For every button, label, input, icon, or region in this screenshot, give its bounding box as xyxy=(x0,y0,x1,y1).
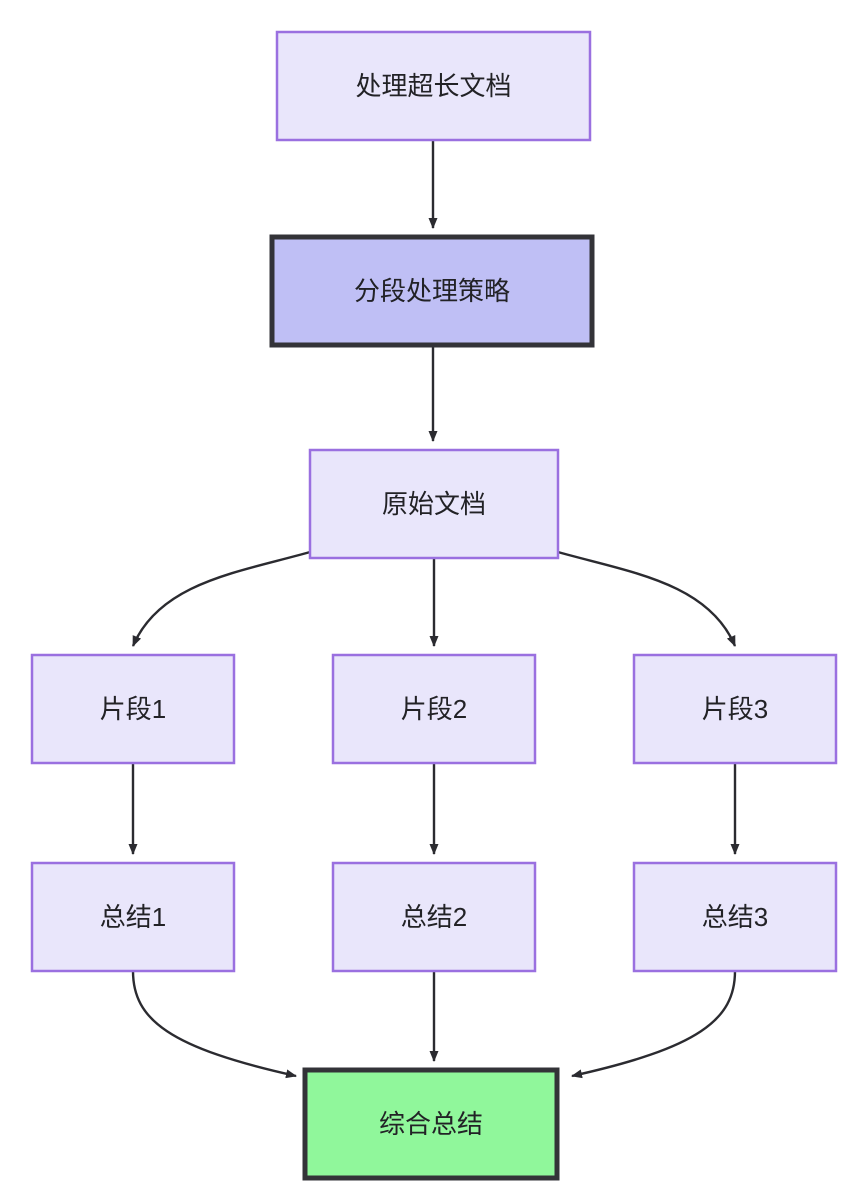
node-label-n9: 总结3 xyxy=(702,902,768,932)
node-rect-n2[interactable] xyxy=(269,234,595,348)
node-rect-n5[interactable] xyxy=(331,653,537,765)
node-summary-2[interactable]: 总结2 xyxy=(331,861,537,973)
node-label-n6: 片段3 xyxy=(702,694,768,724)
node-rect-n8[interactable] xyxy=(331,861,537,973)
node-rect-n9[interactable] xyxy=(632,861,838,973)
edge-n9-n10 xyxy=(571,970,737,1079)
node-summary-1[interactable]: 总结1 xyxy=(30,861,236,973)
node-segmented-strategy[interactable]: 分段处理策略 xyxy=(269,234,595,348)
edge-n3-n4 xyxy=(131,550,311,647)
node-label-n4: 片段1 xyxy=(100,694,166,724)
node-rect-n1[interactable] xyxy=(275,30,592,142)
node-original-document[interactable]: 原始文档 xyxy=(308,448,560,560)
node-fragment-1[interactable]: 片段1 xyxy=(30,653,236,765)
node-label-n7: 总结1 xyxy=(100,902,166,932)
node-label-n2: 分段处理策略 xyxy=(354,276,510,306)
edge-n7-n10 xyxy=(131,970,297,1079)
node-label-n5: 片段2 xyxy=(401,694,467,724)
edge-layer xyxy=(128,140,740,1079)
node-summary-3[interactable]: 总结3 xyxy=(632,861,838,973)
node-label-n1: 处理超长文档 xyxy=(355,71,511,101)
node-label-n8: 总结2 xyxy=(401,902,467,932)
node-rect-n10[interactable] xyxy=(302,1067,560,1181)
node-comprehensive-summary[interactable]: 综合总结 xyxy=(302,1067,560,1181)
node-rect-n3[interactable] xyxy=(308,448,560,560)
node-label-n10: 综合总结 xyxy=(379,1109,483,1139)
node-fragment-2[interactable]: 片段2 xyxy=(331,653,537,765)
node-rect-n4[interactable] xyxy=(30,653,236,765)
node-fragment-3[interactable]: 片段3 xyxy=(632,653,838,765)
node-process-long-document[interactable]: 处理超长文档 xyxy=(275,30,592,142)
edge-n3-n6 xyxy=(557,550,737,647)
node-rect-n7[interactable] xyxy=(30,861,236,973)
node-label-n3: 原始文档 xyxy=(382,489,486,519)
node-rect-n6[interactable] xyxy=(632,653,838,765)
